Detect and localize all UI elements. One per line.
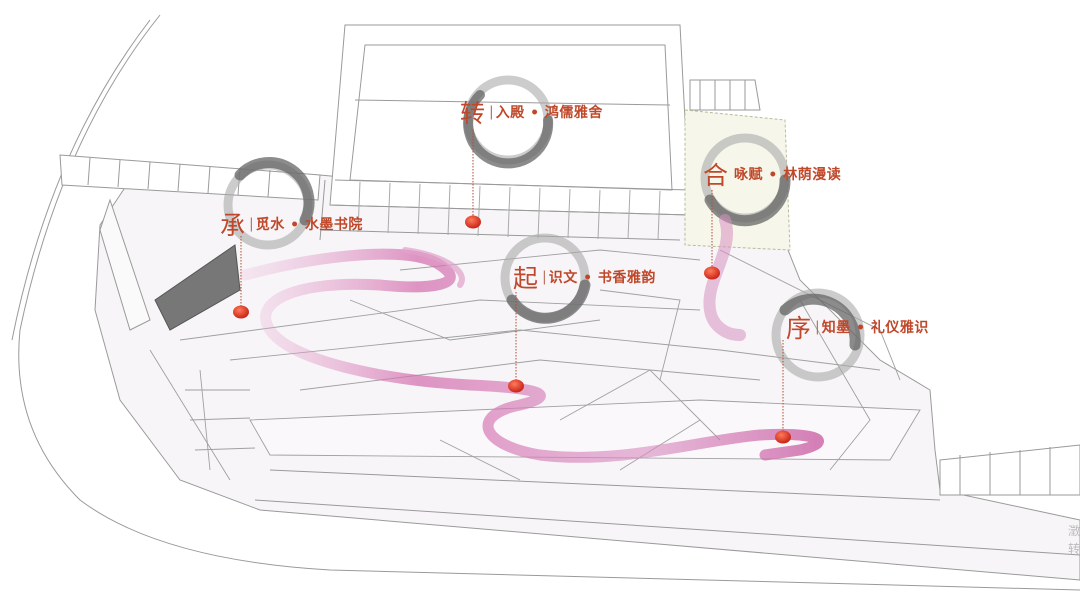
station-subtitle: 识文 • 书香雅韵 bbox=[548, 270, 656, 286]
location-dots bbox=[233, 215, 791, 444]
station-separator: | bbox=[542, 269, 547, 285]
station-label-xu: 序 | 知墨 • 礼仪雅识 bbox=[786, 309, 929, 345]
station-char: 承 bbox=[220, 211, 246, 240]
station-char: 转 bbox=[460, 99, 486, 128]
station-separator: | bbox=[249, 216, 254, 232]
station-subtitle: 入殿 • 鸿儒雅舍 bbox=[495, 105, 603, 121]
ink-circles bbox=[223, 75, 865, 382]
leader-lines bbox=[240, 130, 784, 435]
circulation-ribbon bbox=[239, 214, 825, 463]
station-separator: | bbox=[489, 104, 494, 120]
ink-circle-cheng bbox=[223, 157, 315, 250]
station-label-zhuan: 转 | 入殿 • 鸿儒雅舍 bbox=[460, 94, 603, 130]
dot-he bbox=[704, 266, 720, 280]
edge-text-fragment: 转 bbox=[1068, 542, 1080, 556]
station-subtitle: 咏赋 • 林荫漫读 bbox=[734, 167, 842, 183]
station-subtitle: 知墨 • 礼仪雅识 bbox=[821, 320, 929, 336]
ink-circle-zhuan bbox=[463, 75, 554, 169]
station-subtitle: 觅水 • 水墨书院 bbox=[255, 217, 363, 233]
ink-circle-qi bbox=[500, 233, 591, 324]
station-label-cheng: 承 | 觅水 • 水墨书院 bbox=[220, 206, 363, 242]
station-char: 合 bbox=[703, 161, 729, 190]
dot-xu bbox=[775, 430, 791, 444]
dot-zhuan bbox=[465, 215, 481, 229]
ink-circle-xu bbox=[771, 288, 865, 382]
station-label-he: 合 咏赋 • 林荫漫读 bbox=[703, 156, 841, 192]
station-label-qi: 起 | 识文 • 书香雅韵 bbox=[513, 259, 656, 295]
dot-cheng bbox=[233, 305, 249, 319]
edge-text-fragment: 澂 bbox=[1068, 524, 1080, 538]
site-outline bbox=[11, 14, 1080, 591]
station-char: 序 bbox=[786, 314, 812, 343]
station-separator: | bbox=[815, 319, 820, 335]
station-char: 起 bbox=[513, 264, 539, 293]
dot-qi bbox=[508, 379, 524, 393]
ink-circle-he bbox=[700, 133, 791, 227]
